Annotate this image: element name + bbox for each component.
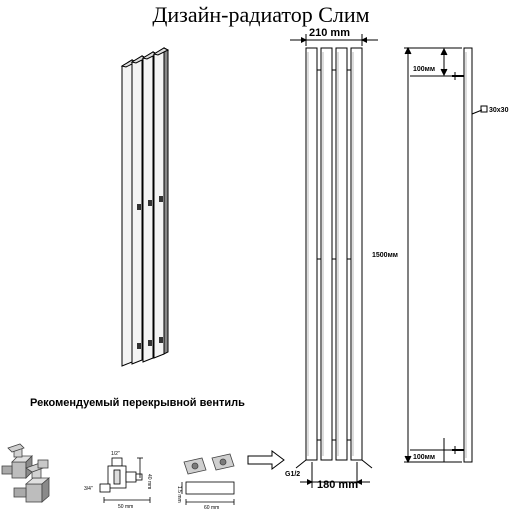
valve-caption: Рекомендуемый перекрывной вентиль: [30, 397, 245, 409]
valve-inlet-label: 1/2": [111, 451, 120, 457]
valve-length-label: 50 mm: [118, 504, 133, 510]
fitting-drawing: [181, 481, 235, 505]
valve-outlet-label: 3/4": [84, 486, 93, 492]
dim-height: 1500мм: [372, 252, 398, 259]
page-title: Дизайн-радиатор Слим: [152, 2, 370, 27]
valve-height-label: 40 mm: [146, 474, 152, 489]
dim-bottom-offset: 100мм: [413, 454, 435, 461]
pointer-arrow-icon: [247, 450, 285, 470]
valve-drawing: [99, 457, 151, 503]
dim-top-offset: 100мм: [413, 66, 435, 73]
dim-top-width: 210 mm: [309, 27, 350, 39]
fitting-thickness-label: 1.5 mm: [176, 486, 182, 503]
thread-label: G1/2: [285, 471, 300, 478]
radiator-perspective: [120, 47, 170, 367]
radiator-front-view: [290, 34, 420, 488]
valve-illustration: [1, 443, 51, 503]
fitting-length-label: 60 mm: [204, 505, 219, 511]
radiator-side-view: [410, 47, 488, 463]
fittings-illustration: [183, 453, 235, 475]
profile-label: 30x30: [489, 107, 509, 114]
dim-bottom-width: 180 mm: [317, 479, 358, 491]
